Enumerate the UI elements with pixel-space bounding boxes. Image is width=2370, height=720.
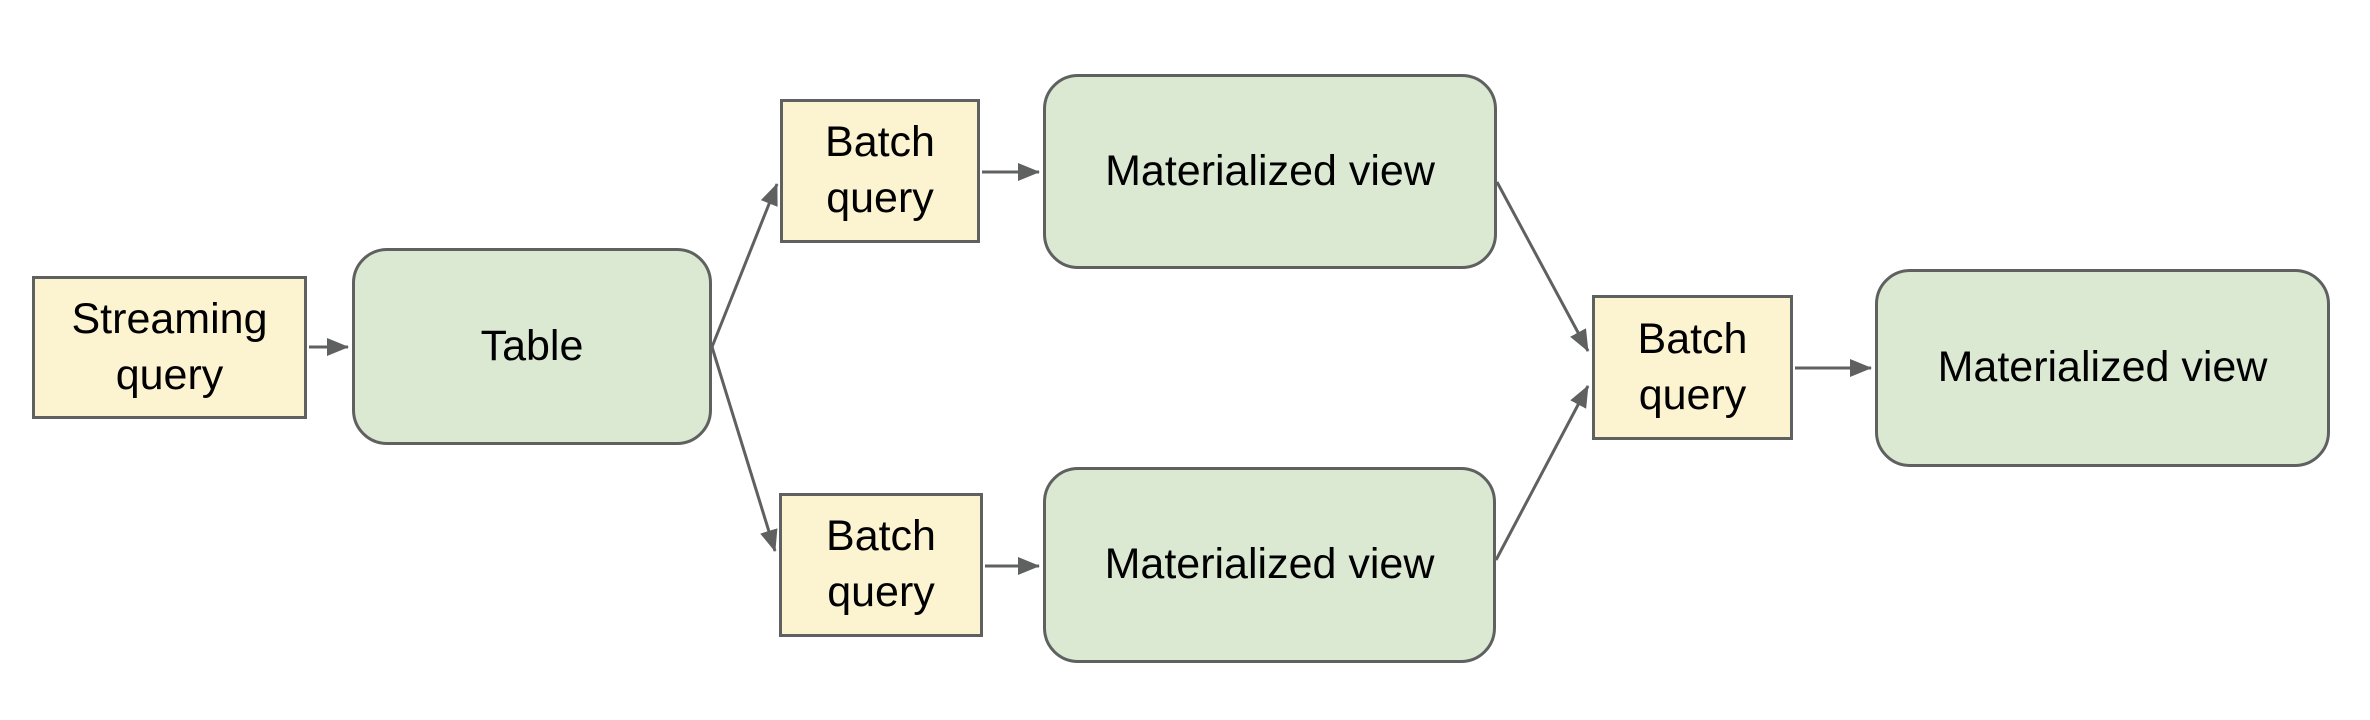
node-materialized-view-bottom: Materialized view xyxy=(1043,467,1496,663)
connector-matview-top-to-batch-merge xyxy=(1495,181,1590,352)
connector-table-to-batch-bottom xyxy=(710,346,778,552)
node-table: Table xyxy=(352,248,712,445)
node-materialized-view-top: Materialized view xyxy=(1043,74,1497,269)
node-streaming-query: Streaming query xyxy=(32,276,307,419)
node-batch-query-bottom: Batch query xyxy=(779,493,983,637)
connector-matview-bottom-to-batch-merge xyxy=(1494,385,1590,561)
connector-table-to-batch-top xyxy=(710,183,779,348)
node-batch-query-merge: Batch query xyxy=(1592,295,1793,440)
node-materialized-view-final: Materialized view xyxy=(1875,269,2330,467)
node-batch-query-top: Batch query xyxy=(780,99,980,243)
